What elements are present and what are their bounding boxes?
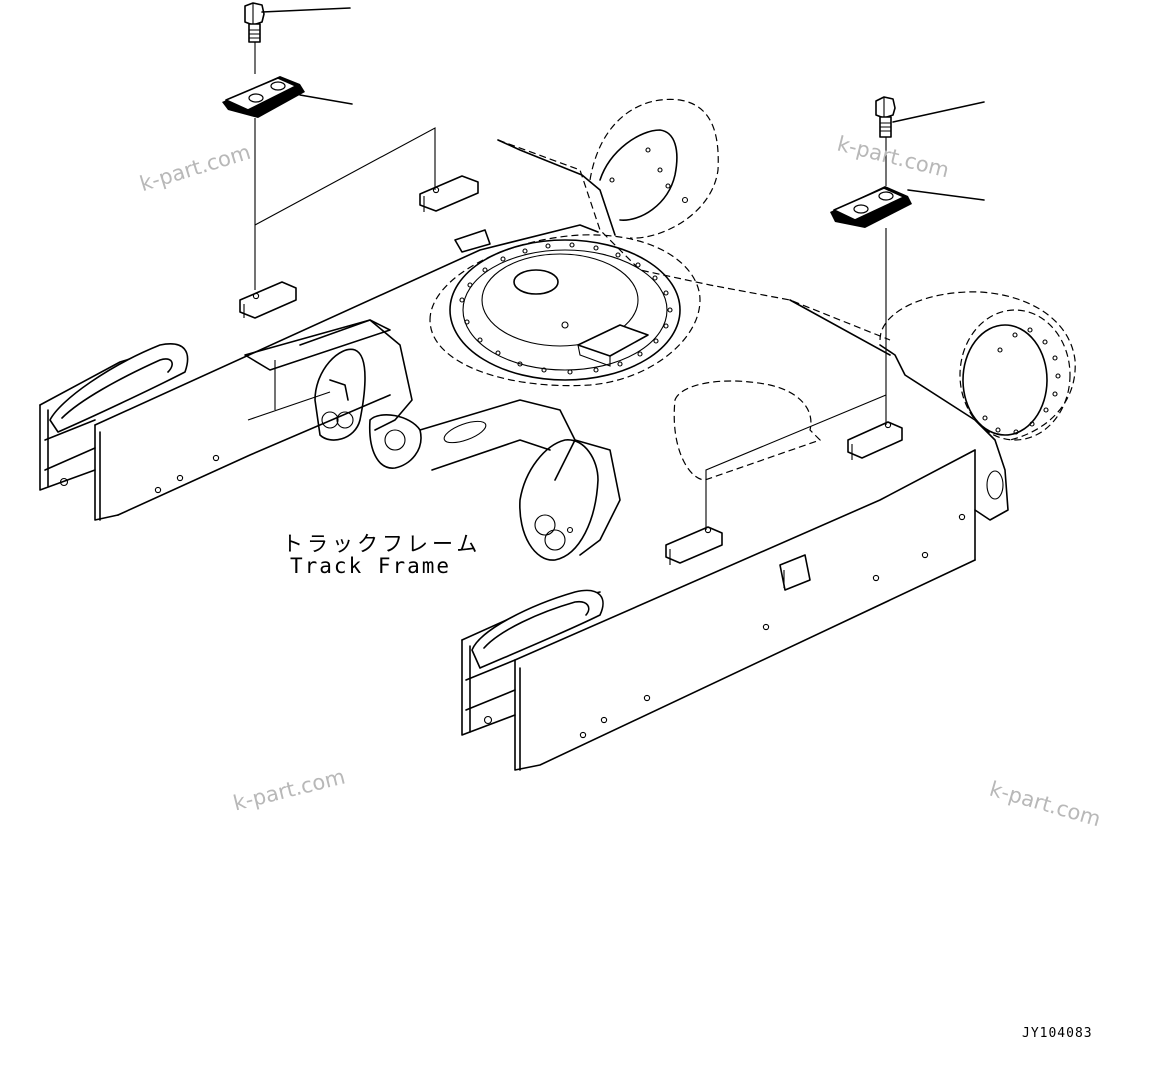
swing-circle-bolt-holes [459,242,673,375]
drawing-code: JY104083 [1022,1026,1093,1041]
left-bolt[interactable] [244,2,265,43]
right-center-lines [705,137,887,530]
left-plate[interactable] [222,76,305,118]
track-frame-label-jp: トラックフレーム [282,532,482,556]
left-plate-leader [299,94,353,105]
center-frame [429,98,891,387]
center-legs [299,319,621,561]
right-track-beam [461,291,1076,771]
right-plate-leader [907,189,985,201]
left-bolt-leader [261,7,351,13]
right-bolt[interactable] [875,96,896,138]
right-bolt-leader [892,101,985,123]
track-frame-label-en: Track Frame [290,554,452,578]
left-track-beam [39,175,599,521]
right-plate[interactable] [830,186,912,228]
left-center-lines [254,42,436,290]
